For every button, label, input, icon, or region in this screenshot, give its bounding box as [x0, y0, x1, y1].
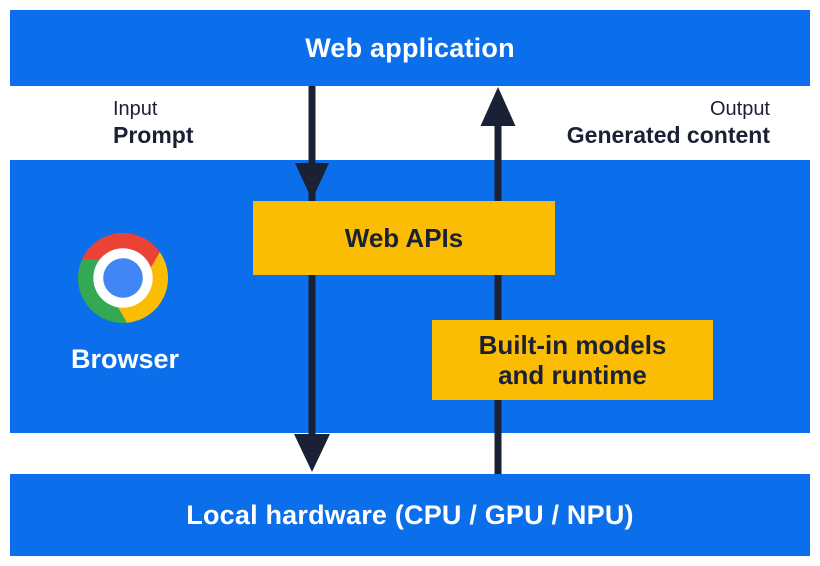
- builtin-models-box: Built-in models and runtime: [432, 320, 713, 400]
- chrome-logo-icon: [78, 233, 168, 323]
- web-application-label: Web application: [305, 32, 515, 63]
- browser-label: Browser: [70, 344, 180, 374]
- input-value: Prompt: [113, 122, 194, 148]
- output-value: Generated content: [566, 122, 770, 148]
- output-caption: Output: [709, 98, 770, 120]
- web-application-bar: Web application: [10, 10, 810, 86]
- input-flow-label: Input Prompt: [113, 97, 194, 149]
- local-hardware-bar: Local hardware (CPU / GPU / NPU): [10, 474, 810, 556]
- web-apis-box: Web APIs: [253, 201, 555, 275]
- web-apis-label: Web APIs: [344, 222, 464, 253]
- input-caption: Input: [113, 98, 158, 120]
- chrome-logo-center: [103, 258, 143, 298]
- local-hardware-label: Local hardware (CPU / GPU / NPU): [186, 499, 634, 530]
- builtin-models-line2: and runtime: [498, 360, 647, 390]
- builtin-models-line1: Built-in models: [478, 330, 667, 360]
- output-flow-label: Output Generated content: [567, 97, 770, 149]
